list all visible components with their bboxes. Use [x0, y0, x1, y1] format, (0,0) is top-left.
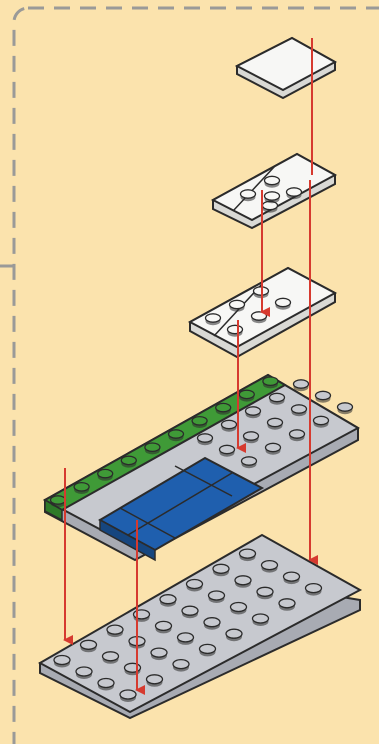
stud	[256, 586, 274, 597]
assembly-arrows	[63, 38, 318, 695]
stud	[229, 601, 248, 613]
stud	[251, 613, 270, 624]
stud	[314, 390, 332, 401]
stud	[274, 297, 292, 308]
stud	[75, 666, 93, 677]
white-plate-upper-seam	[232, 165, 276, 212]
stud	[238, 389, 255, 400]
stud	[282, 571, 301, 582]
stud	[97, 677, 115, 689]
stud	[176, 632, 195, 643]
stud	[79, 639, 98, 650]
stud	[312, 415, 330, 426]
stud	[154, 620, 173, 632]
stud	[234, 575, 252, 586]
stud	[220, 419, 238, 430]
stud	[97, 468, 114, 479]
white-plate-upper	[210, 152, 338, 230]
stud	[290, 404, 308, 414]
white-plate-upper-studs	[239, 175, 303, 213]
stud	[181, 605, 199, 616]
mid-layer	[42, 373, 361, 562]
stud	[242, 431, 260, 441]
base-plate-top	[37, 533, 363, 714]
stud	[144, 442, 161, 453]
stud	[215, 402, 232, 413]
stud	[336, 402, 354, 412]
stud	[53, 654, 71, 666]
stud	[120, 455, 137, 466]
stud	[285, 187, 303, 197]
stud	[225, 628, 243, 639]
stud	[159, 594, 177, 605]
stud	[212, 563, 230, 574]
stud	[132, 609, 151, 620]
stud	[239, 189, 257, 199]
green-strip-studs	[49, 376, 279, 508]
stud	[250, 311, 268, 321]
gray-tile-seam	[174, 465, 233, 497]
stud	[228, 299, 246, 310]
stud	[264, 442, 282, 453]
stud	[203, 617, 221, 628]
stud	[150, 647, 168, 658]
stud	[207, 590, 226, 601]
stud	[119, 689, 137, 700]
stud	[268, 392, 286, 403]
stud	[263, 175, 281, 186]
stud	[123, 662, 142, 673]
blue-tile-seam-2	[119, 507, 176, 539]
stud	[204, 313, 222, 323]
stud	[260, 559, 279, 571]
stud	[240, 456, 258, 466]
stud	[172, 658, 190, 670]
stud	[73, 481, 90, 492]
stud	[292, 379, 310, 389]
stud	[167, 429, 185, 439]
stud	[266, 417, 284, 428]
white-tile-top	[234, 36, 338, 100]
stud	[191, 415, 208, 426]
stud	[145, 674, 164, 685]
stud	[238, 548, 257, 559]
base-plate	[37, 533, 363, 720]
stud	[101, 651, 120, 662]
stud	[262, 376, 279, 387]
stud	[49, 495, 67, 505]
stud	[226, 324, 244, 335]
mid-layer-studs	[196, 379, 354, 469]
stud	[278, 598, 296, 609]
stud	[198, 643, 217, 655]
stud	[106, 624, 124, 635]
stud	[218, 444, 236, 455]
blue-tile-seam-1	[127, 472, 233, 536]
stud	[288, 429, 306, 439]
white-tile-face	[234, 36, 338, 92]
stud	[304, 582, 323, 594]
stud	[263, 191, 281, 201]
stud	[244, 406, 262, 416]
stud	[196, 433, 214, 443]
stud	[185, 578, 204, 590]
base-plate-studs	[53, 548, 323, 702]
